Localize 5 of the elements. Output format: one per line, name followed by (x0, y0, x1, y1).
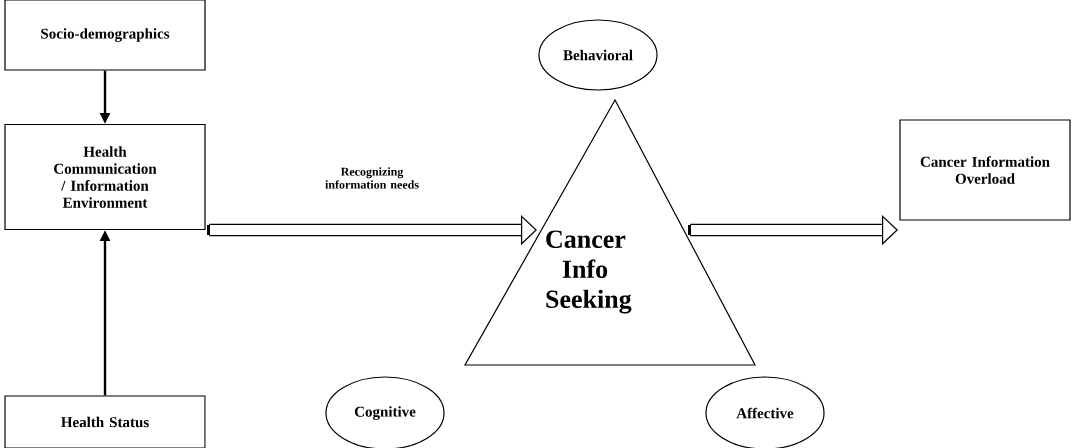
text-box: Health Status (4, 395, 206, 448)
edge-label: Recognizing information needs (325, 167, 419, 189)
text-box: Health Communication / Information Environment (4, 123, 206, 231)
text-box: Cancer Information Overload (899, 119, 1071, 221)
text-box: Socio-demographics (4, 0, 206, 71)
